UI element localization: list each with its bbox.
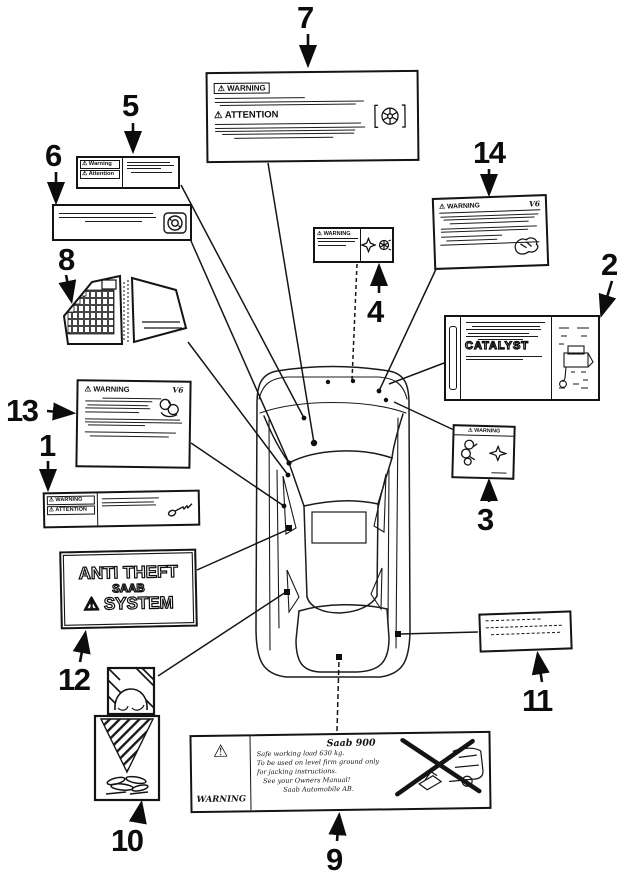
label-13-v6-warning: ⚠ WARNING V6 [75,379,192,469]
label-11-info-strip [478,610,573,653]
label-12-anti-theft: ANTI THEFT SAAB ⚠ SYSTEM [59,548,198,630]
warning-heading: ⚠ WARNING [317,231,358,239]
warning-word: WARNING [196,794,247,806]
label-8-tire-pressure [62,274,188,345]
callout-3[interactable]: 3 [477,502,494,537]
key-icon [164,492,199,525]
belt-pulley-icon [461,439,478,466]
callout-2[interactable]: 2 [601,247,618,282]
callout-7[interactable]: 7 [297,0,314,35]
warning-heading: ⚠ WARNING [438,202,481,211]
leader-lines [157,162,479,732]
jack-crossed-out-icon [395,737,484,797]
label-5-warning-attention-small: ⚠ Warning ⚠ Attention [76,156,180,189]
callout-arrows [38,34,617,842]
label-4-fan-warning: ⚠ WARNING [313,227,394,263]
callout-9[interactable]: 9 [326,842,343,877]
engine-diagram-icon [551,317,598,399]
callout-12[interactable]: 12 [58,662,91,697]
callout-13[interactable]: 13 [6,393,39,428]
callout-14[interactable]: 14 [473,135,506,170]
warning-heading: ⚠ Warning [80,160,120,170]
label-7-warning-attention: ⚠ WARNING ⚠ ATTENTION [205,69,420,164]
car-outline [255,365,411,678]
label-2-catalyst: CATALYST [444,315,600,401]
system-line: ⚠ SYSTEM [83,593,174,615]
label-14-v6-warning: ⚠ WARNING V6 [431,194,550,270]
warning-triangle-icon: ⚠ [212,741,229,761]
attention-heading: ⚠ ATTENTION [213,109,279,122]
attachment-dots [281,378,401,660]
callout-6[interactable]: 6 [45,138,62,173]
callout-5[interactable]: 5 [122,88,139,123]
attention-heading: ⚠ Attention [80,170,120,180]
callout-11[interactable]: 11 [522,683,553,718]
warning-heading: ⚠ WARNING [213,82,270,95]
variant-code: V6 [528,199,541,209]
attention-heading: ⚠ ATTENTION [46,505,96,516]
fan-icon [369,76,412,155]
warning-heading: ⚠ WARNING [84,384,130,394]
callout-8[interactable]: 8 [58,242,75,277]
callout-10[interactable]: 10 [111,823,144,858]
catalyst-heading: CATALYST [464,340,530,353]
variant-code: V6 [172,385,184,395]
fuel-cap-icon [160,206,190,239]
callout-4[interactable]: 4 [367,294,384,329]
callout-1[interactable]: 1 [39,428,56,463]
label-6-filler-strip [52,204,192,241]
hand-icon [512,234,541,257]
fan-blade-icon [361,229,392,261]
label-10-airbag-warning [93,666,161,802]
hand-icon [156,396,182,420]
label-1-warning-attention: ⚠ WARNING ⚠ ATTENTION [42,489,201,529]
pressure-grid [67,289,115,335]
label-9-jack-warning: ⚠ WARNING Saab 900 Safe working load 630… [189,730,492,814]
fan-icon [488,445,507,462]
label-3-belt-fan-warning: ⚠ WARNING [451,424,516,480]
warning-heading: ⚠ WARNING [46,495,95,506]
anti-theft-line: ANTI THEFT [78,562,179,584]
